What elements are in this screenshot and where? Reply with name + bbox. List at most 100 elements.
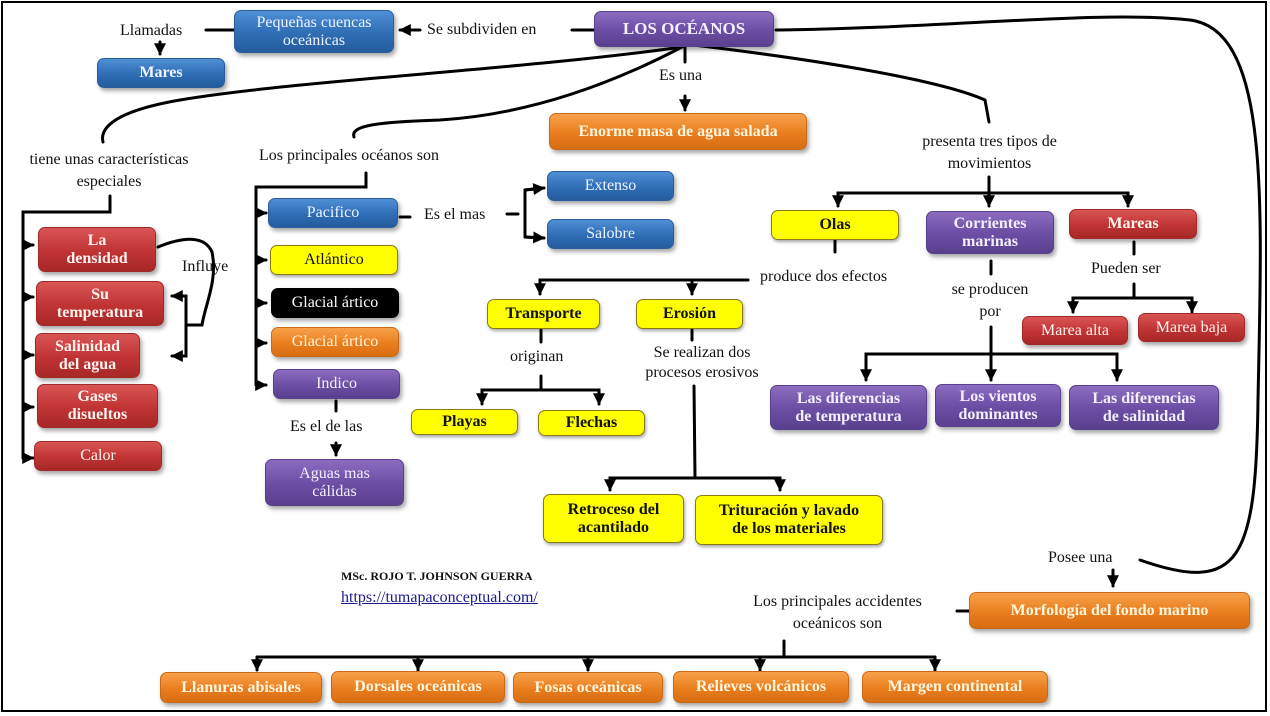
oceans-pacific-traits-1-text: Salobre — [586, 225, 635, 243]
node-seas-label: Mares — [139, 64, 183, 82]
movements-currents-label-line2-text: por — [979, 302, 1001, 320]
node-salt-water-label: Enorme masa de agua salada — [578, 122, 778, 140]
node-warm-waters[interactable]: Aguas mas cálidas — [265, 459, 404, 506]
link-main-characteristics — [101, 45, 684, 144]
movements-tide-types-0-text: Marea alta — [1041, 321, 1109, 339]
movements-current-causes-0-line2-text: de temperatura — [795, 407, 902, 425]
characteristics-items-2-line2-text: del agua — [58, 355, 117, 373]
characteristics-items-2-line1-text: Salinidad — [55, 337, 120, 355]
seafloor-features-4-text: Margen continental — [887, 678, 1023, 696]
characteristics-items-3-line1-text: Gases — [77, 388, 118, 406]
link-main-oceans — [352, 45, 684, 139]
node-pacific[interactable]: Pacifico — [268, 198, 398, 228]
main-node-oceans[interactable]: LOS OCÉANOS — [594, 11, 774, 47]
node-arctic[interactable]: Glacial ártico — [271, 288, 399, 318]
node-transport[interactable]: Transporte — [487, 299, 600, 329]
node-ocean-trenches[interactable]: Fosas oceánicas — [513, 672, 663, 703]
node-seas[interactable]: Mares — [97, 58, 225, 88]
movements-erosion-results-0-line2-text: acantilado — [577, 518, 650, 536]
seafloor-features-label-line1-text: Los principales accidentes — [753, 593, 922, 610]
node-volcanic-reliefs[interactable]: Relieves volcánicos — [673, 671, 849, 703]
node-erosion[interactable]: Erosión — [636, 299, 743, 329]
movements-erosion-results-1-line1-text: Trituración y lavado — [718, 502, 860, 520]
label-pacific-is: Es el mas — [424, 206, 486, 223]
seafloor-features-2-text: Fosas oceánicas — [534, 678, 642, 696]
node-arctic-2[interactable]: Glacial ártico — [271, 327, 399, 357]
node-high-tide[interactable]: Marea alta — [1022, 316, 1128, 345]
movements-current-causes-2-line2-text: de salinidad — [1102, 407, 1186, 425]
movements-label-line1-text: presenta tres tipos de — [922, 133, 1057, 150]
node-oceanic-ridges[interactable]: Dorsales oceánicas — [331, 671, 505, 703]
oceans-items-3-text: Glacial ártico — [291, 333, 379, 351]
node-continental-margin[interactable]: Margen continental — [862, 671, 1048, 703]
author-credit: MSc. ROJO T. JOHNSON GUERRA — [341, 569, 533, 583]
movements-current-causes-2-line1-text: Las diferencias — [1092, 389, 1196, 407]
source-link[interactable]: https://tumapaconceptual.com/ — [341, 589, 538, 606]
characteristics-items-1-line1-text: Su — [91, 285, 109, 303]
movements-currents-line1-text: Corrientes — [953, 214, 1027, 232]
seafloor-features-0-text: Llanuras abisales — [181, 678, 301, 696]
movements-current-causes-0-line1-text: Las diferencias — [796, 389, 901, 407]
movements-effects-1-text: Erosión — [662, 305, 717, 323]
seafloor-features-3-text: Relieves volcánicos — [695, 678, 827, 696]
label-subdivide: Se subdividen en — [427, 21, 537, 38]
node-small-basins-label: Pequeñas cuencas oceánicas — [256, 13, 372, 49]
node-low-tide[interactable]: Marea baja — [1138, 313, 1245, 342]
link-main-movements — [683, 42, 991, 124]
oceans-items-0-text: Pacifico — [306, 204, 360, 222]
node-beaches[interactable]: Playas — [411, 409, 518, 435]
label-transport-originate: originan — [510, 348, 564, 365]
label-tides-can-be: Pueden ser — [1091, 260, 1161, 277]
characteristics-items-3-line2-text: disueltos — [67, 406, 128, 423]
label-main-oceans: Los principales océanos son — [259, 147, 439, 164]
movements-current-causes-1-line2-text: dominantes — [958, 405, 1038, 423]
movements-waves-text: Olas — [819, 216, 851, 234]
link-influye — [156, 237, 216, 327]
oceans-items-1-text: Atlántico — [304, 251, 364, 269]
node-abyssal-plains[interactable]: Llanuras abisales — [160, 672, 322, 703]
node-atlantic[interactable]: Atlántico — [270, 245, 398, 275]
node-salt-water[interactable]: Enorme masa de agua salada — [549, 113, 807, 150]
node-seafloor-morphology[interactable]: Morfología del fondo marino — [969, 592, 1250, 629]
characteristics-label-line2-text: especiales — [76, 172, 142, 190]
characteristics-items-4-line1-text: Calor — [80, 447, 116, 465]
seafloor-features-1-text: Dorsales oceánicas — [354, 678, 482, 696]
node-spits[interactable]: Flechas — [538, 410, 645, 436]
movements-currents-line2-text: marinas — [961, 232, 1018, 250]
node-waves[interactable]: Olas — [771, 210, 899, 240]
label-indian-is: Es el de las — [290, 418, 363, 435]
characteristics-items-0-line2-text: densidad — [66, 249, 128, 267]
node-extensive[interactable]: Extenso — [547, 171, 674, 201]
node-brackish[interactable]: Salobre — [547, 219, 674, 249]
node-heat[interactable]: Calor — [34, 441, 162, 471]
label-has-a: Posee una — [1048, 549, 1113, 566]
node-small-basins[interactable]: Pequeñas cuencas oceánicas — [234, 10, 394, 53]
movements-transport-results-0-text: Playas — [442, 413, 487, 431]
movements-effects-0-text: Transporte — [505, 305, 582, 323]
movements-erosion-label-line1-text: Se realizan dos — [653, 344, 751, 361]
label-influences: Influye — [182, 258, 229, 275]
movements-erosion-results-0-line1-text: Retroceso del — [567, 500, 660, 518]
node-tides[interactable]: Mareas — [1069, 209, 1197, 239]
link-oceans-spine — [254, 171, 368, 387]
movements-erosion-results-1-line2-text: de los materiales — [732, 520, 846, 537]
link-main-seafloor — [774, 15, 1262, 574]
link-movements-branch — [832, 175, 991, 208]
oceans-items-2-text: Glacial ártico — [291, 294, 379, 312]
node-indian[interactable]: Indico — [273, 369, 400, 399]
